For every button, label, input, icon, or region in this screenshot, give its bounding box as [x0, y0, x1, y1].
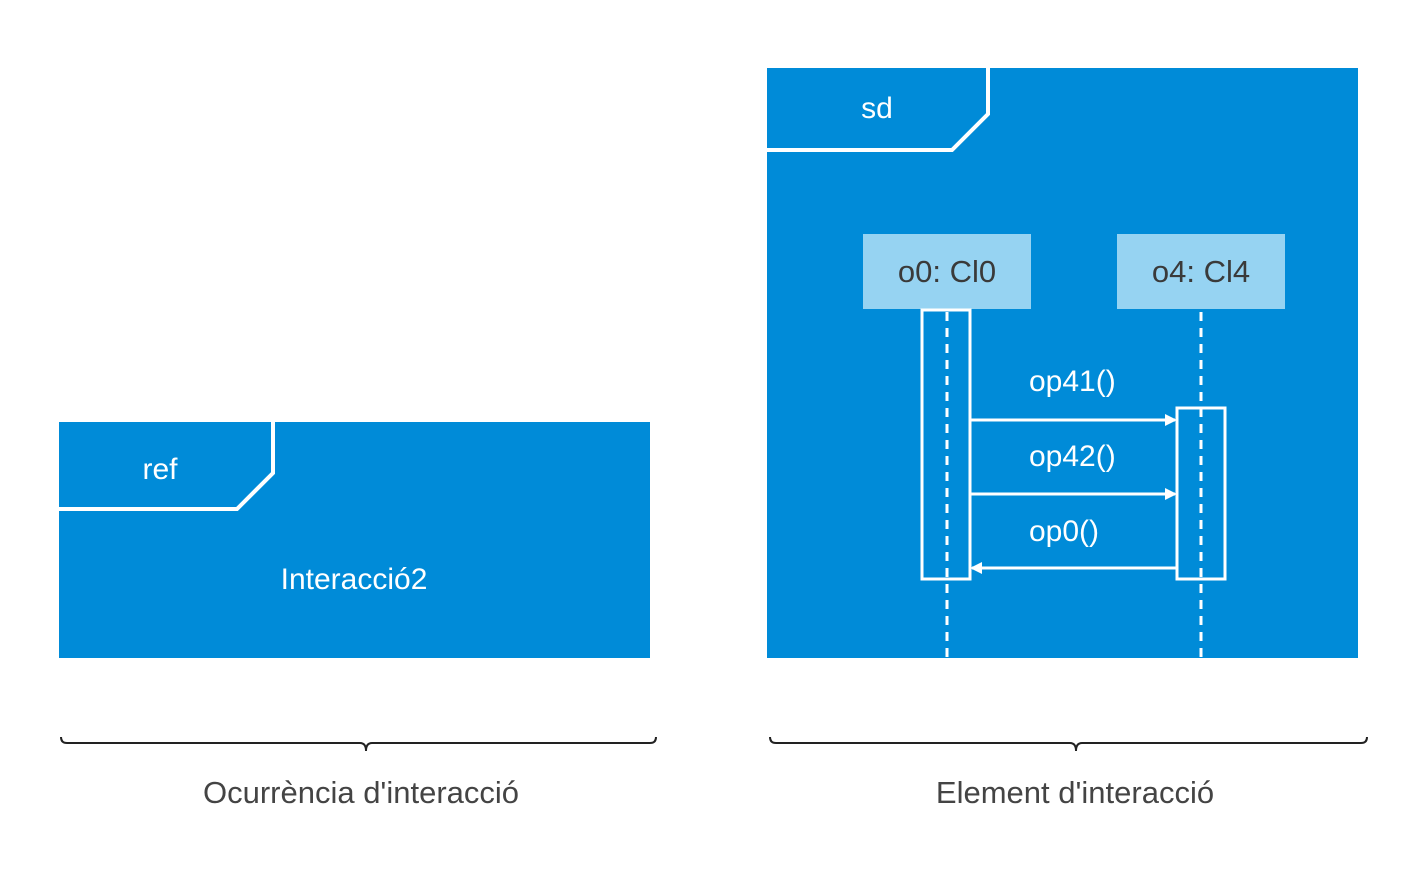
activation-bar-o0 — [920, 308, 972, 581]
right-caption: Element d'interacció — [936, 775, 1214, 810]
message-label-op41: op41() — [1029, 365, 1116, 398]
left-caption: Ocurrència d'interacció — [203, 775, 519, 810]
ref-interaction-name: Interacció2 — [281, 563, 428, 596]
lifeline-head-o0 — [863, 234, 1031, 309]
left-brace — [60, 736, 657, 752]
message-op42: op42() — [970, 440, 1177, 500]
ref-tag-pentagon — [59, 422, 275, 511]
lifeline-label-o4: o4: Cl4 — [1152, 254, 1250, 289]
message-label-op42: op42() — [1029, 440, 1116, 473]
ref-frame-body — [59, 422, 650, 658]
ref-tag-label: ref — [142, 453, 178, 486]
activation-bar-o4 — [1175, 406, 1227, 581]
lifeline-label-o0: o0: Cl0 — [898, 254, 996, 289]
interaction-occurrence-frame: ref Interacció2 — [59, 422, 650, 658]
message-op0: op0() — [970, 515, 1177, 574]
sequence-diagram-frame: sd o0: Cl0 o4: Cl4 op41() op42() op0() — [767, 68, 1358, 658]
lifeline-head-o4 — [1117, 234, 1285, 309]
sd-tag-pentagon — [767, 68, 990, 152]
sd-tag-label: sd — [861, 92, 893, 125]
message-label-op0: op0() — [1029, 515, 1099, 548]
right-brace — [769, 736, 1368, 752]
lifeline-o0: o0: Cl0 — [863, 234, 1031, 658]
message-op41: op41() — [970, 365, 1177, 426]
sd-frame-body — [767, 68, 1358, 658]
lifeline-o4: o4: Cl4 — [1117, 234, 1285, 658]
